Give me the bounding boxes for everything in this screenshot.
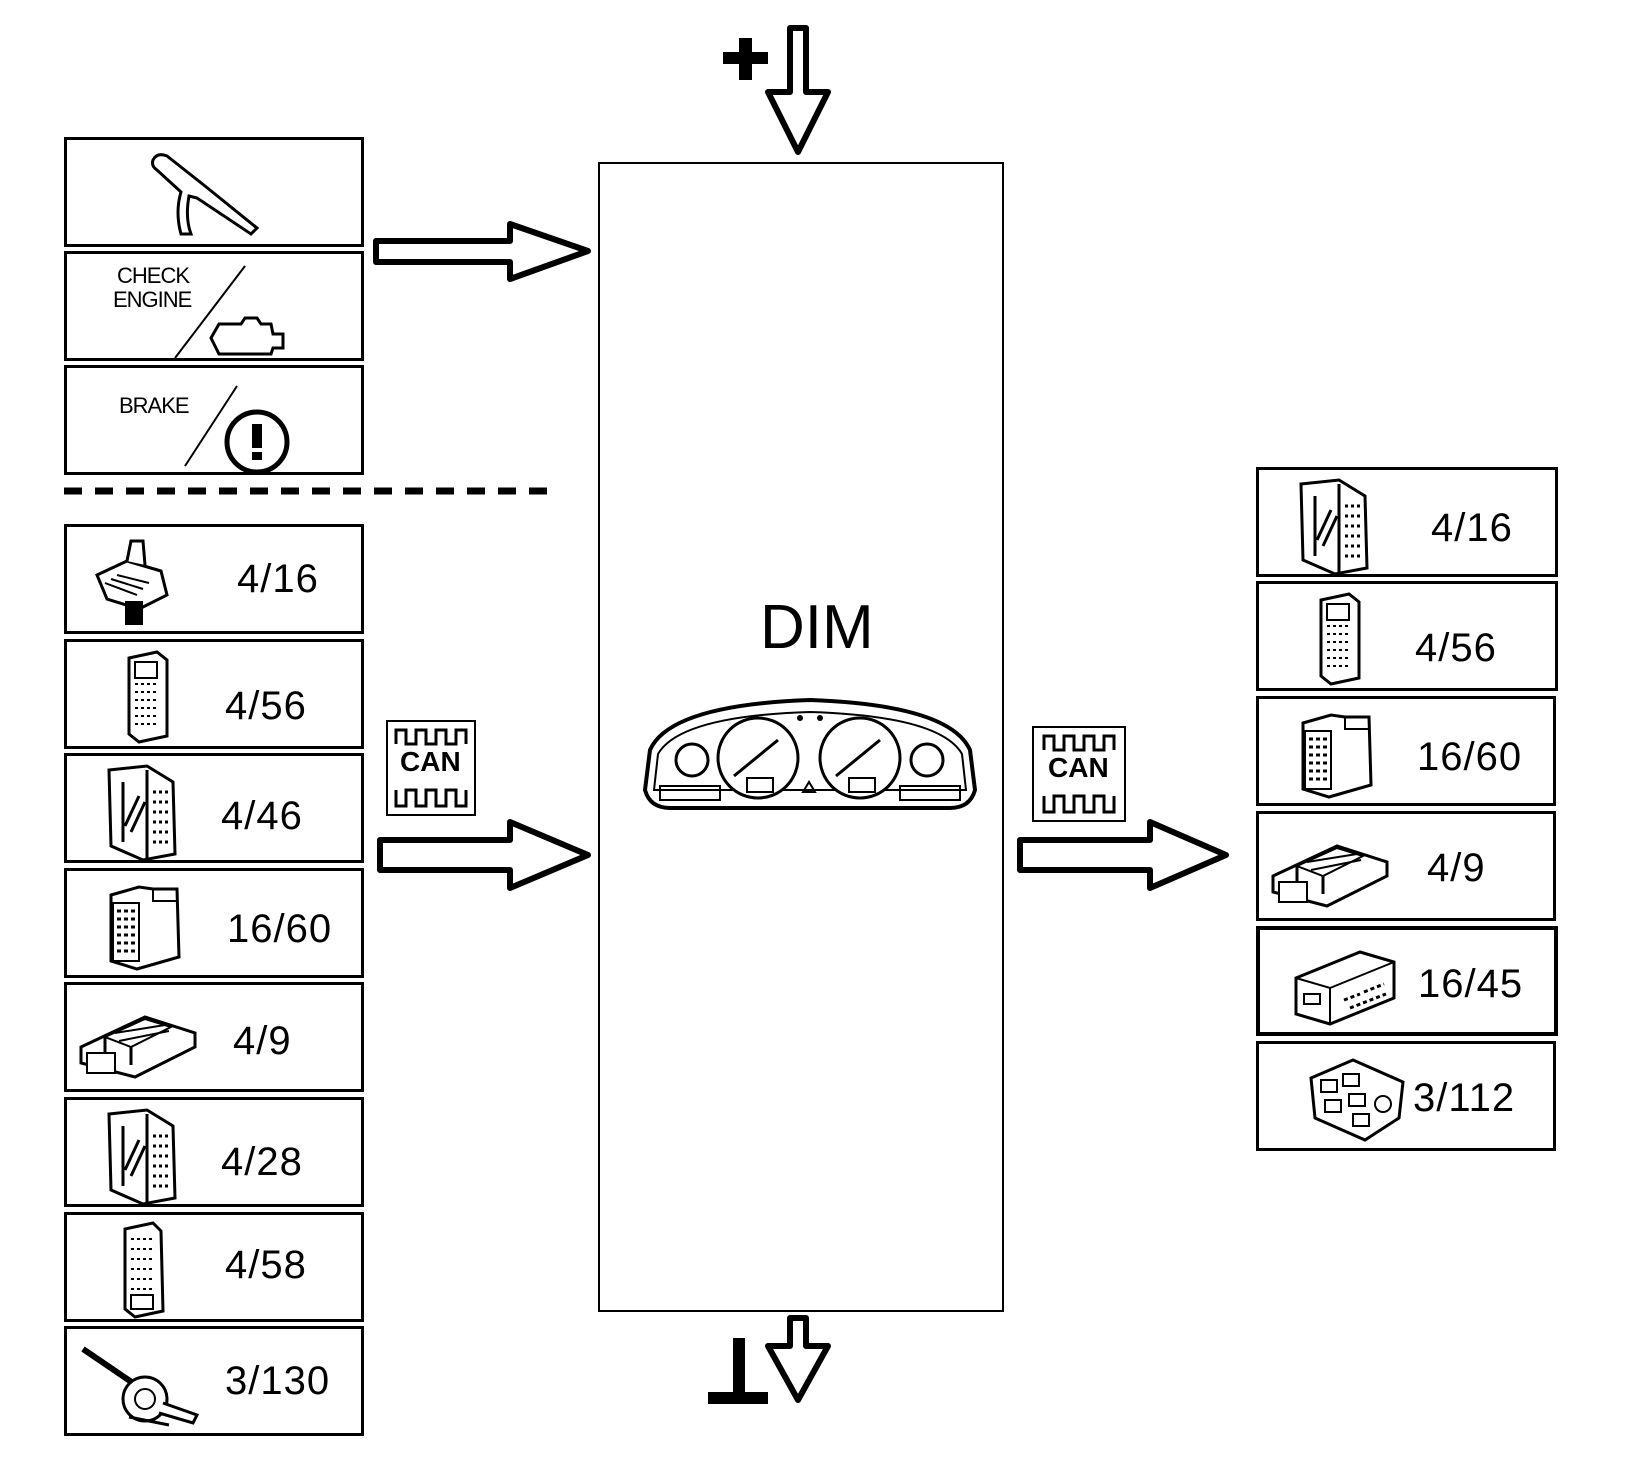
left-module-box: 16/60: [64, 868, 364, 978]
check-engine-icon: [174, 265, 285, 359]
right-module-box: 4/9: [1256, 811, 1556, 921]
connector-module-icon: [1301, 713, 1373, 799]
control-module-icon: [1319, 592, 1361, 686]
module-label: 3/130: [225, 1359, 331, 1403]
ground-icon: [708, 1338, 768, 1404]
left-module-box: 4/58: [64, 1212, 364, 1322]
can-text-left: CAN: [400, 746, 461, 777]
can-text-right: CAN: [1048, 752, 1109, 783]
right-module-box: 4/16: [1256, 467, 1558, 577]
check-engine-text-line1: CHECK: [117, 263, 190, 288]
check-engine-text-line2: ENGINE: [113, 287, 192, 312]
module-label: 3/112: [1413, 1076, 1516, 1120]
left-module-box: 4/46: [64, 753, 364, 863]
ecu-icon: [107, 764, 177, 862]
check-engine-box: CHECK ENGINE: [64, 251, 364, 361]
right-module-box: 4/56: [1256, 581, 1558, 691]
left-module-box: 4/16: [64, 524, 364, 634]
module-label: 16/60: [227, 907, 333, 951]
left-module-box: 3/130: [64, 1326, 364, 1436]
can-signal-bottom-icon: [394, 788, 468, 808]
steering-switch-icon: [81, 1346, 200, 1427]
module-label: 4/16: [1431, 506, 1513, 550]
brake-module-icon: [1271, 844, 1389, 908]
dim-title: DIM: [760, 593, 874, 662]
plus-icon: [723, 38, 768, 80]
module-label: 4/56: [225, 684, 307, 728]
right-module-box: 16/60: [1256, 696, 1556, 806]
switch-panel-icon: [1309, 1058, 1405, 1142]
warning-to-dim-arrow: [373, 221, 591, 282]
can-bus-icon-left: CAN: [386, 720, 476, 816]
right-module-box: 3/112: [1256, 1041, 1556, 1151]
can-bus-icon-right: CAN: [1032, 726, 1126, 822]
module-label: 4/46: [221, 794, 303, 838]
ecu-icon: [1299, 478, 1369, 576]
left-module-box: 4/28: [64, 1097, 364, 1207]
module-label: 4/9: [1427, 846, 1486, 890]
can-left-to-dim-arrow: [377, 819, 591, 891]
parking-brake-icon: [151, 153, 260, 236]
module-label: 4/9: [233, 1019, 292, 1063]
parking-brake-box: [64, 137, 364, 247]
control-module-icon: [127, 650, 169, 744]
right-module-box: 16/45: [1256, 926, 1558, 1036]
module-label: 4/16: [237, 557, 319, 601]
module-label: 4/56: [1415, 626, 1497, 670]
gear-selector-icon: [95, 539, 169, 625]
ecu-icon: [107, 1108, 177, 1206]
brake-module-icon: [79, 1015, 197, 1079]
brake-warning-icon: [184, 385, 290, 475]
module-label: 4/28: [221, 1140, 303, 1184]
left-module-box: 4/9: [64, 982, 364, 1092]
brake-warning-text: BRAKE: [119, 393, 190, 418]
module-label: 4/58: [225, 1243, 307, 1287]
dim-to-can-right-arrow: [1017, 819, 1229, 891]
instrument-cluster-icon: [642, 697, 978, 810]
can-signal-top-icon: [1042, 734, 1116, 752]
connector-module-icon: [109, 885, 181, 971]
can-signal-bottom-icon: [1042, 794, 1116, 814]
brake-warning-box: BRAKE: [64, 365, 364, 475]
ground-out-arrow: [765, 1315, 831, 1403]
module-label: 16/60: [1417, 735, 1523, 779]
left-module-box: 4/56: [64, 639, 364, 749]
power-in-arrow: [765, 25, 831, 155]
control-module-icon: [123, 1221, 165, 1319]
radio-module-icon: [1294, 950, 1396, 1026]
can-signal-top-icon: [394, 728, 468, 746]
module-label: 16/45: [1418, 962, 1524, 1006]
